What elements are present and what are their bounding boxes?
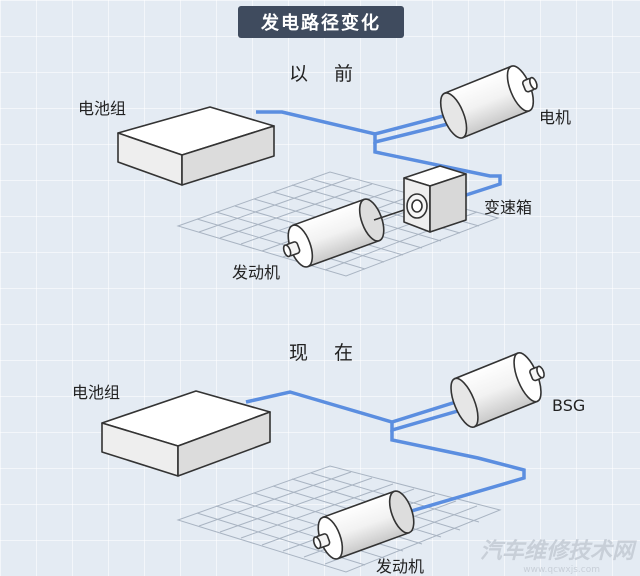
- before-engine-shaft: [373, 209, 405, 221]
- now-heading: 现 在: [289, 342, 363, 364]
- now-section: 现 在: [72, 342, 585, 576]
- before-motor-label: 电机: [539, 108, 571, 127]
- before-gearbox: [403, 165, 467, 233]
- now-battery: [101, 390, 271, 477]
- banner: 发电路径变化: [238, 6, 404, 38]
- before-battery-label: 电池组: [78, 99, 126, 118]
- watermark-url: www.qcwxjs.com: [523, 565, 600, 575]
- before-wires: [256, 110, 502, 199]
- before-battery: [117, 106, 275, 186]
- now-battery-label: 电池组: [72, 383, 120, 402]
- now-engine: [312, 490, 415, 560]
- before-engine: [282, 198, 385, 268]
- now-bsg: [450, 352, 545, 428]
- before-gearbox-label: 变速箱: [484, 198, 532, 217]
- now-engine-label: 发动机: [376, 557, 424, 576]
- before-heading: 以 前: [289, 63, 363, 85]
- before-section: 以 前: [78, 63, 571, 282]
- watermark: 汽车维修技术网 www.qcwxjs.com: [480, 538, 637, 575]
- banner-title: 发电路径变化: [260, 12, 381, 34]
- before-motor: [439, 65, 538, 139]
- now-wires: [245, 390, 526, 514]
- watermark-text: 汽车维修技术网: [480, 538, 637, 564]
- before-engine-label: 发动机: [232, 263, 280, 282]
- now-bsg-label: BSG: [552, 396, 585, 415]
